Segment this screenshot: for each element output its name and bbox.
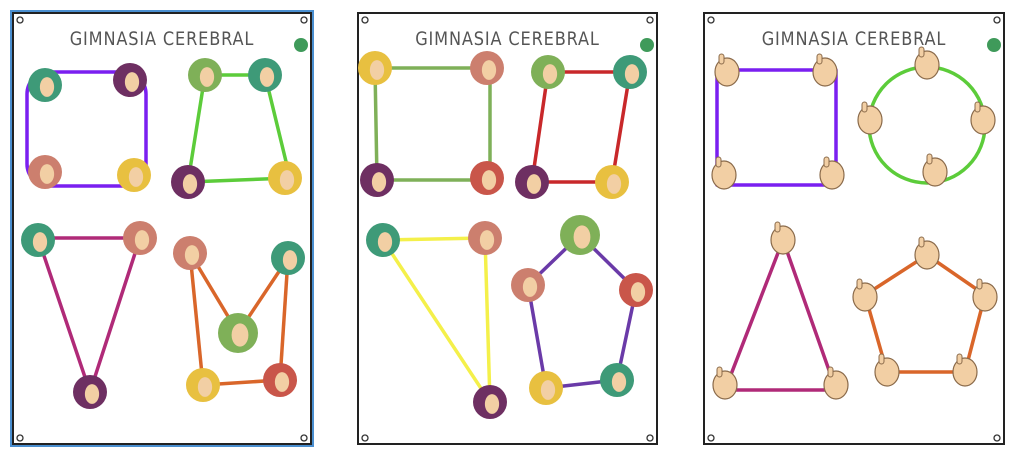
hand-icon [479,230,495,250]
hand-icon [32,232,48,252]
hand-icon [134,230,150,250]
corner-flourish-icon [300,434,308,442]
finger-icon [856,278,863,290]
hand-icon [611,372,627,392]
corner-flourish-icon [361,16,369,24]
badge-icon [640,38,654,52]
finger-icon [823,156,830,168]
hand-emoji-icon [914,50,940,80]
hand-icon [128,167,144,187]
finger-icon [716,366,723,378]
hand-emoji-icon [823,370,849,400]
finger-icon [861,101,868,113]
hand-icon [484,394,500,414]
card-title: GIMNASIA CEREBRAL [761,28,947,50]
triangle-path [36,236,142,394]
hand-icon [84,384,100,404]
hand-emoji-icon [874,357,900,387]
hand-icon [542,64,558,84]
hand-emoji-icon [857,105,883,135]
hand-emoji-icon [711,160,737,190]
hand-icon [630,282,646,302]
finger-icon [918,236,925,248]
triangle-path [723,238,838,392]
finger-icon [974,101,981,113]
corner-flourish-icon [993,16,1001,24]
hand-icon [259,67,275,87]
corner-flourish-icon [16,434,24,442]
hand-icon [526,174,542,194]
hand-icon [624,64,640,84]
hand-icon [481,60,497,80]
hand-icon [279,170,295,190]
corner-flourish-icon [993,434,1001,442]
hand-emoji-icon [770,225,796,255]
worksheet-card-2[interactable]: GIMNASIA CEREBRAL [357,12,658,445]
hand-emoji-icon [712,370,738,400]
finger-icon [878,353,885,365]
hand-icon [481,170,497,190]
hand-icon [606,174,622,194]
hand-icon [573,225,591,249]
rounded-square-path [25,70,148,188]
path-segment [188,252,205,386]
hand-emoji-icon [914,240,940,270]
corner-flourish-icon [707,434,715,442]
hand-icon [282,250,298,270]
hand-emoji-icon [922,157,948,187]
finger-icon [926,153,933,165]
hand-icon [540,380,556,400]
corner-flourish-icon [361,434,369,442]
hand-emoji-icon [812,57,838,87]
card-title: GIMNASIA CEREBRAL [415,28,600,50]
path-segment [278,257,290,381]
hand-emoji-icon [972,282,998,312]
finger-icon [956,353,963,365]
finger-icon [715,156,722,168]
hand-emoji-icon [819,160,845,190]
hand-icon [39,77,55,97]
hand-icon [182,174,198,194]
corner-flourish-icon [16,16,24,24]
card-title: GIMNASIA CEREBRAL [69,28,255,50]
hand-icon [369,60,385,80]
hand-icon [231,323,249,347]
hand-icon [377,232,393,252]
hand-icon [124,72,140,92]
finger-icon [816,53,823,65]
hand-icon [371,172,387,192]
hand-icon [522,277,538,297]
hand-icon [274,372,290,392]
triangle-path [381,236,492,404]
square-path [373,66,492,182]
hand-icon [199,67,215,87]
finger-icon [827,366,834,378]
badge-icon [294,38,308,52]
finger-icon [718,53,725,65]
finger-icon [976,278,983,290]
corner-flourish-icon [646,434,654,442]
corner-flourish-icon [300,16,308,24]
hand-emoji-icon [714,57,740,87]
badge-icon [987,38,1001,52]
hand-emoji-icon [952,357,978,387]
corner-flourish-icon [707,16,715,24]
hand-icon [197,377,213,397]
corner-flourish-icon [646,16,654,24]
finger-icon [774,221,781,233]
hand-icon [184,245,200,265]
hand-icon [39,164,55,184]
hand-emoji-icon [970,105,996,135]
hand-emoji-icon [852,282,878,312]
finger-icon [918,46,925,58]
